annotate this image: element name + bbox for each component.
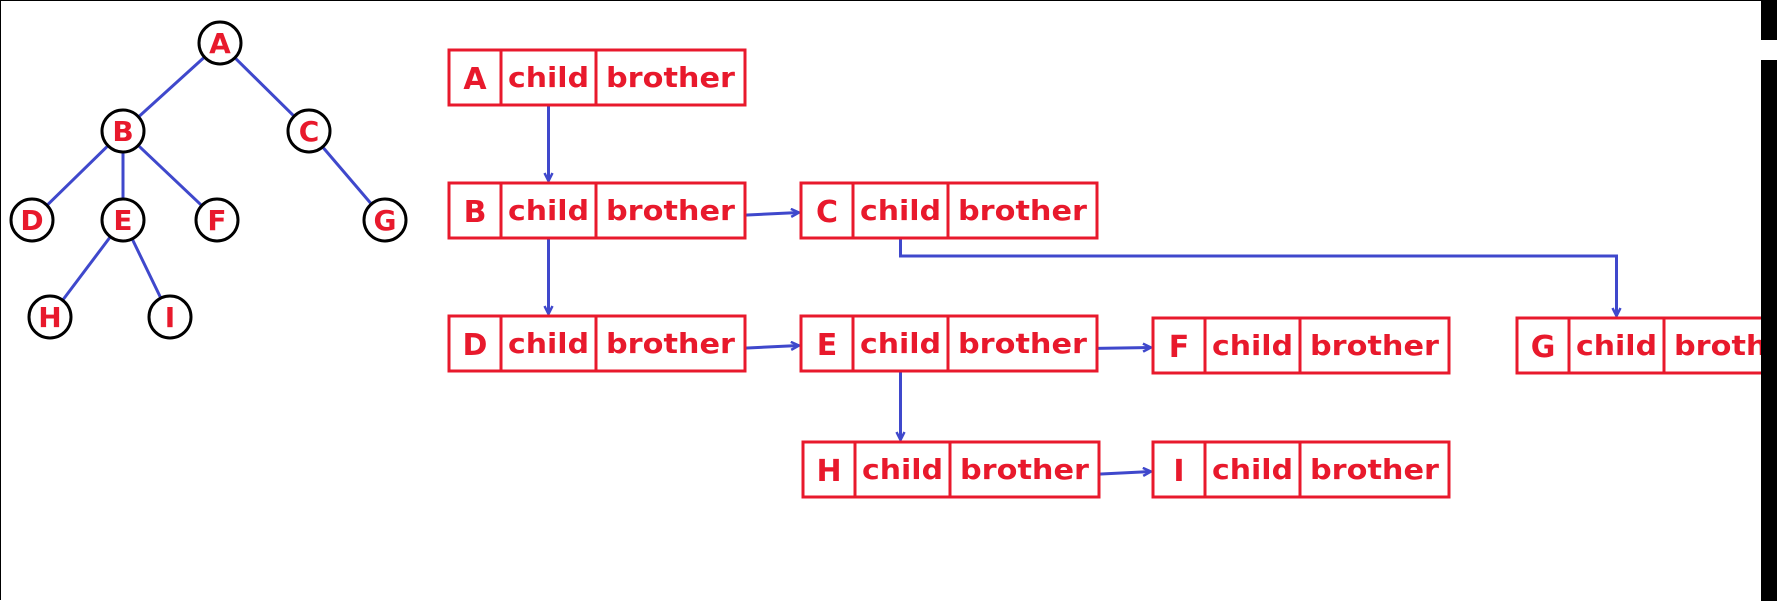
record-child-field: child	[1212, 453, 1293, 486]
tree-node-label: B	[112, 115, 133, 148]
pointer-links	[549, 81, 1617, 475]
record-node-label: D	[463, 328, 488, 363]
record-child-field: child	[508, 61, 589, 94]
tree-node-label: I	[165, 301, 175, 334]
tree-node-circle	[286, 108, 332, 154]
record-child-field: child	[860, 194, 941, 227]
tree-edge-a-c	[233, 56, 296, 118]
record-node-label: H	[816, 454, 841, 489]
record-node-label: C	[816, 195, 838, 230]
record-child-field: child	[1576, 329, 1657, 362]
tree-edge-a-b	[137, 55, 206, 119]
record-node-label: B	[464, 195, 487, 230]
tree-nodes: A B C D E F G H I	[9, 20, 408, 340]
tree-edge-c-g	[321, 145, 373, 206]
record-brother-field: brother	[960, 453, 1089, 486]
record-child-field: child	[508, 327, 589, 360]
pointer-e-brother-to-f	[1088, 348, 1151, 349]
tree-node-label: C	[299, 115, 320, 148]
record-node-label: F	[1169, 330, 1190, 365]
tree-node-circle	[147, 294, 193, 340]
pointer-b-brother-to-c	[736, 213, 799, 216]
tree-edge-b-d	[45, 144, 110, 207]
record-brother-field: brother	[606, 327, 735, 360]
tree-edge-b-f	[137, 144, 203, 207]
tree-node-label: G	[374, 204, 397, 237]
record-node-label: I	[1173, 454, 1184, 489]
record-node-label: A	[463, 62, 487, 97]
tree-node-h: H	[27, 294, 73, 340]
window-edge-gap	[1761, 40, 1777, 60]
record-brother-field: brother	[958, 327, 1087, 360]
tree-node-i: I	[147, 294, 193, 340]
tree-node-circle	[100, 108, 146, 154]
tree-node-e: E	[100, 197, 146, 243]
tree-node-label: A	[209, 27, 231, 60]
tree-node-a: A	[197, 20, 243, 66]
record-brother-field: brother	[1674, 329, 1777, 362]
tree-node-label: E	[113, 204, 132, 237]
record-child-field: child	[1212, 329, 1293, 362]
tree-node-label: H	[38, 301, 61, 334]
record-brother-field: brother	[606, 194, 735, 227]
record-child-field: child	[860, 327, 941, 360]
tree-edges	[45, 55, 373, 302]
record-brother-field: brother	[606, 61, 735, 94]
pointer-h-brother-to-i	[1090, 472, 1151, 475]
tree-node-label: F	[207, 204, 226, 237]
tree-node-circle	[194, 197, 240, 243]
tree-node-circle	[197, 20, 243, 66]
record-node-label: G	[1531, 330, 1556, 365]
record-child-field: child	[508, 194, 589, 227]
tree-node-d: D	[9, 197, 55, 243]
tree-node-f: F	[194, 197, 240, 243]
tree-node-b: B	[100, 108, 146, 154]
tree-edge-e-i	[130, 238, 163, 299]
tree-node-circle	[27, 294, 73, 340]
tree-node-circle	[362, 197, 408, 243]
record-child-field: child	[862, 453, 943, 486]
tree-node-label: D	[20, 204, 43, 237]
pointer-d-brother-to-e	[736, 346, 799, 349]
tree-edge-e-h	[61, 235, 112, 302]
record-box	[1515, 316, 1777, 375]
tree-node-circle	[9, 197, 55, 243]
tree-node-g: G	[362, 197, 408, 243]
record-brother-field: brother	[1310, 453, 1439, 486]
record-node-label: E	[817, 328, 838, 363]
record-brother-field: brother	[958, 194, 1087, 227]
tree-node-c: C	[286, 108, 332, 154]
tree-node-circle	[100, 197, 146, 243]
record-brother-field: brother	[1310, 329, 1439, 362]
window-edge	[1761, 0, 1777, 601]
